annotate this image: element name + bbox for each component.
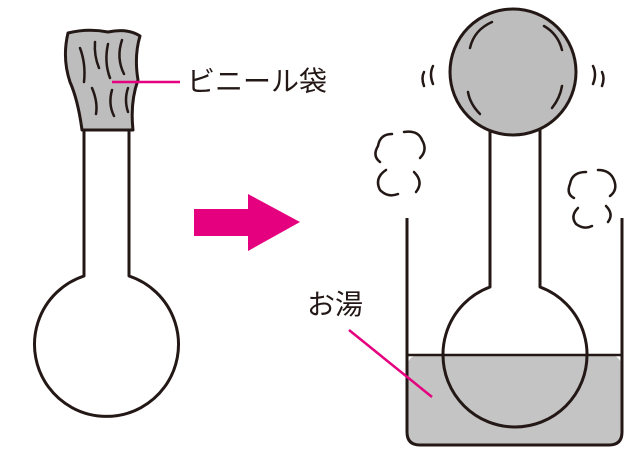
transition-arrow [194,194,300,251]
inflated-bag [448,7,578,137]
steam-right-icon [567,168,617,229]
plastic-bag [63,28,142,132]
vibration-lines [421,64,605,88]
plastic-bag-label: ビニール袋 [187,65,328,98]
hot-water [407,355,622,445]
flask-before [33,130,180,418]
steam-left-icon [374,130,426,197]
flask-before-outline [33,130,180,418]
water-leader-line [348,329,433,398]
plastic-bag-body [63,28,142,132]
beaker [405,218,624,447]
hot-water-label: お湯 [307,288,364,321]
flask-after-bulb-underwater [441,354,589,429]
inflated-bag-balloon [448,7,578,137]
plastic-bag-wrinkles [78,38,130,118]
